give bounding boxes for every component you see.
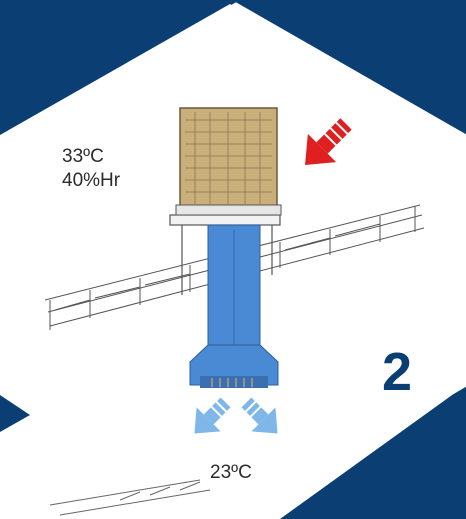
step-number: 2 [382, 342, 413, 402]
outlet-temperature-label: 23ºC [210, 462, 252, 483]
inlet-arrow-icon [305, 118, 352, 165]
air-duct [189, 224, 279, 388]
lower-truss [49, 479, 211, 516]
outlet-arrow-left-icon [194, 397, 231, 434]
evaporative-cooler [175, 107, 282, 216]
outlet-arrow-right-icon [241, 397, 278, 434]
inlet-temperature-label: 33ºC [62, 146, 104, 167]
inlet-humidity-label: 40%Hr [62, 170, 121, 191]
